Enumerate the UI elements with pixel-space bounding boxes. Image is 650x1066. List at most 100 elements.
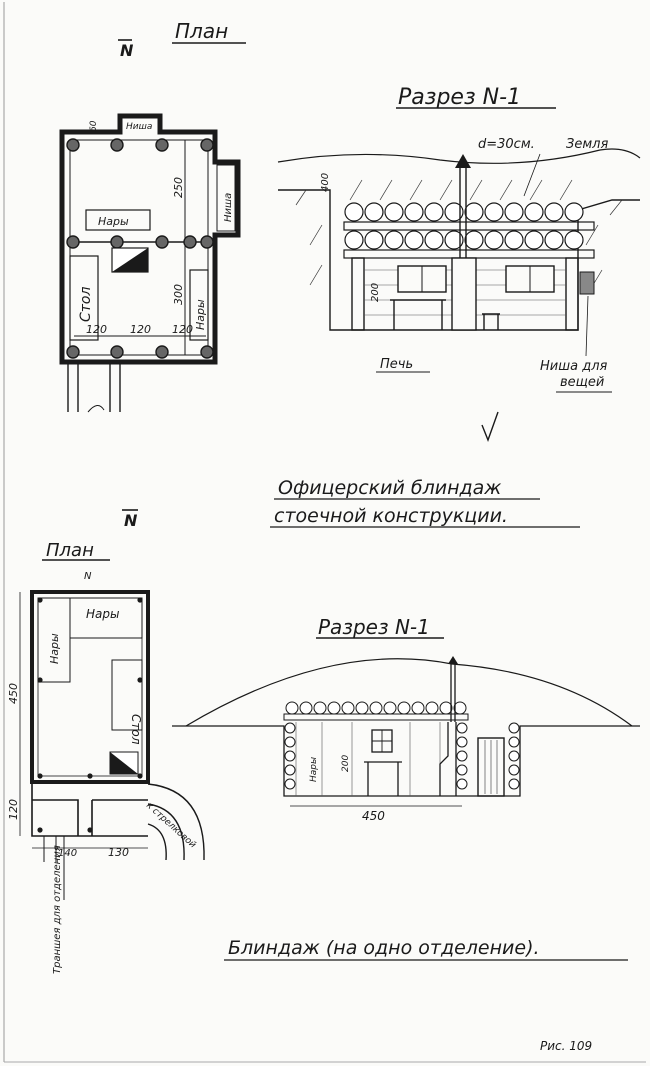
bottom-plan-walls (30, 590, 150, 784)
top-plan-dim-250: 250 (172, 177, 185, 198)
top-plan-niche-label-top: Ниша (126, 122, 152, 132)
top-section: 400 200 d=30см. Земля Печь Ниша для веще… (277, 137, 641, 393)
top-section-earth-label: Земля (566, 137, 608, 152)
bottom-plan-trench-curve (147, 783, 205, 861)
bottom-section-door-planks (484, 740, 498, 794)
bottom-section-planks (295, 722, 441, 796)
bottom-section-door (477, 737, 505, 797)
top-section-leader-diameter (523, 153, 541, 197)
top-plan-bunks-right (189, 269, 209, 341)
bottom-plan-inner-wall (37, 597, 143, 777)
bottom-plan-bunks-top-label: Нары (86, 607, 119, 621)
top-plan-dim-120a: 120 (86, 323, 107, 336)
top-plan-entrance (67, 362, 121, 412)
top-section-post-left (351, 257, 365, 331)
bottom-plan-bunks-top (69, 597, 143, 639)
top-plan-dim-120c: 120 (172, 323, 193, 336)
bottom-section: Нары 200 450 (172, 656, 640, 823)
top-plan-dim-60: 60 (89, 120, 99, 132)
bottom-section-table (364, 761, 402, 796)
bottom-plan-dim-120: 120 (7, 799, 20, 820)
top-plan-bunks-upper (85, 209, 151, 231)
post (200, 345, 214, 359)
top-plan-walls (59, 113, 241, 365)
top-section-log-row-upper (344, 202, 584, 222)
bottom-section-dim-200: 200 (341, 755, 351, 772)
top-plan-entrance-mark (87, 405, 105, 413)
top-plan-stove-fill (112, 248, 148, 272)
post (66, 345, 80, 359)
bottom-plan-dim-140: 140 (58, 848, 77, 859)
bottom-section-bunks-label: Нары (309, 757, 319, 782)
post (66, 138, 80, 152)
bottom-plan-vestibule (31, 782, 148, 837)
bottom-section-chimney-cap (448, 656, 458, 664)
top-section-ground-surface (277, 148, 641, 164)
bottom-section-mound (185, 658, 633, 727)
bottom-plan-bunks-left-label: Нары (48, 633, 61, 664)
top-section-earth-hatch (295, 179, 623, 291)
top-plan-bunks-right-label: Нары (194, 299, 207, 330)
top-section-dim-200: 200 (370, 283, 381, 302)
bottom-plan-posts (37, 597, 143, 833)
top-plan: Нары Стол Нары Ниша Ниша 60 250 300 120 … (59, 113, 241, 413)
top-section-leader-niche (585, 295, 589, 357)
bottom-plan-trench-down (43, 836, 65, 900)
top-section-beam-lower (343, 249, 595, 259)
top-plan-table (69, 255, 99, 341)
bottom-north-mark: N (124, 511, 138, 530)
top-caption-line-1: Офицерский блиндаж (278, 477, 501, 499)
bottom-plan: Нары Нары Стол к стрелковой Траншея для … (7, 590, 205, 974)
bottom-plan-dim-130: 130 (108, 846, 129, 859)
top-north-mark: N (120, 41, 134, 60)
top-plan-dim-120b: 120 (130, 323, 151, 336)
top-section-dim-400: 400 (320, 173, 331, 192)
top-plan-posts (66, 138, 214, 359)
top-section-stove (451, 257, 477, 331)
bottom-plan-trench-label: Траншея для отделения (52, 845, 63, 974)
post (155, 345, 169, 359)
bottom-section-stove (439, 722, 457, 796)
bottom-plan-stove-fill (110, 752, 138, 774)
bottom-plan-table (111, 659, 143, 731)
bottom-plan-table-label: Стол (129, 714, 143, 745)
bottom-section-wall-logs (284, 722, 520, 790)
top-plan-dim-300: 300 (172, 284, 185, 305)
top-plan-niche-label-right: Ниша (223, 193, 234, 222)
post (155, 138, 169, 152)
bottom-section-roof-logs (285, 701, 467, 715)
post (200, 235, 214, 249)
top-section-chimney-arrow (455, 154, 471, 168)
top-plan-bunks-upper-label: Нары (98, 215, 129, 228)
bottom-section-dim-450: 450 (362, 809, 385, 823)
top-section-beam-upper (343, 221, 595, 231)
top-plan-niche-right (216, 164, 236, 232)
post (155, 235, 169, 249)
post (110, 345, 124, 359)
top-plan-title: План (175, 19, 228, 43)
top-section-niche-things-1: Ниша для (540, 359, 608, 374)
top-section-stove-label: Печь (380, 357, 413, 372)
bottom-plan-bunks-left (37, 597, 71, 683)
post (66, 235, 80, 249)
bottom-plan-dim-450: 450 (7, 683, 20, 704)
post (110, 235, 124, 249)
top-section-log-diameter: d=30см. (478, 137, 535, 152)
top-section-stool (482, 313, 500, 330)
top-section-log-row-lower (344, 230, 584, 250)
top-section-niche (579, 271, 595, 295)
bottom-section-pit (172, 725, 640, 797)
bottom-plan-north: N (84, 571, 92, 582)
top-section-table (390, 299, 446, 330)
post (183, 235, 197, 249)
bottom-section-title: Разрез N-1 (318, 615, 430, 639)
bottom-caption: Блиндаж (на одно отделение). (228, 937, 540, 959)
top-section-niche-things-2: вещей (560, 375, 604, 390)
stamp: Рис. 109 (540, 1039, 592, 1053)
check-mark (481, 411, 499, 442)
bottom-plan-title: План (46, 540, 94, 561)
top-caption-line-2: стоечной конструкции. (274, 505, 508, 527)
top-plan-table-label: Стол (78, 287, 94, 322)
